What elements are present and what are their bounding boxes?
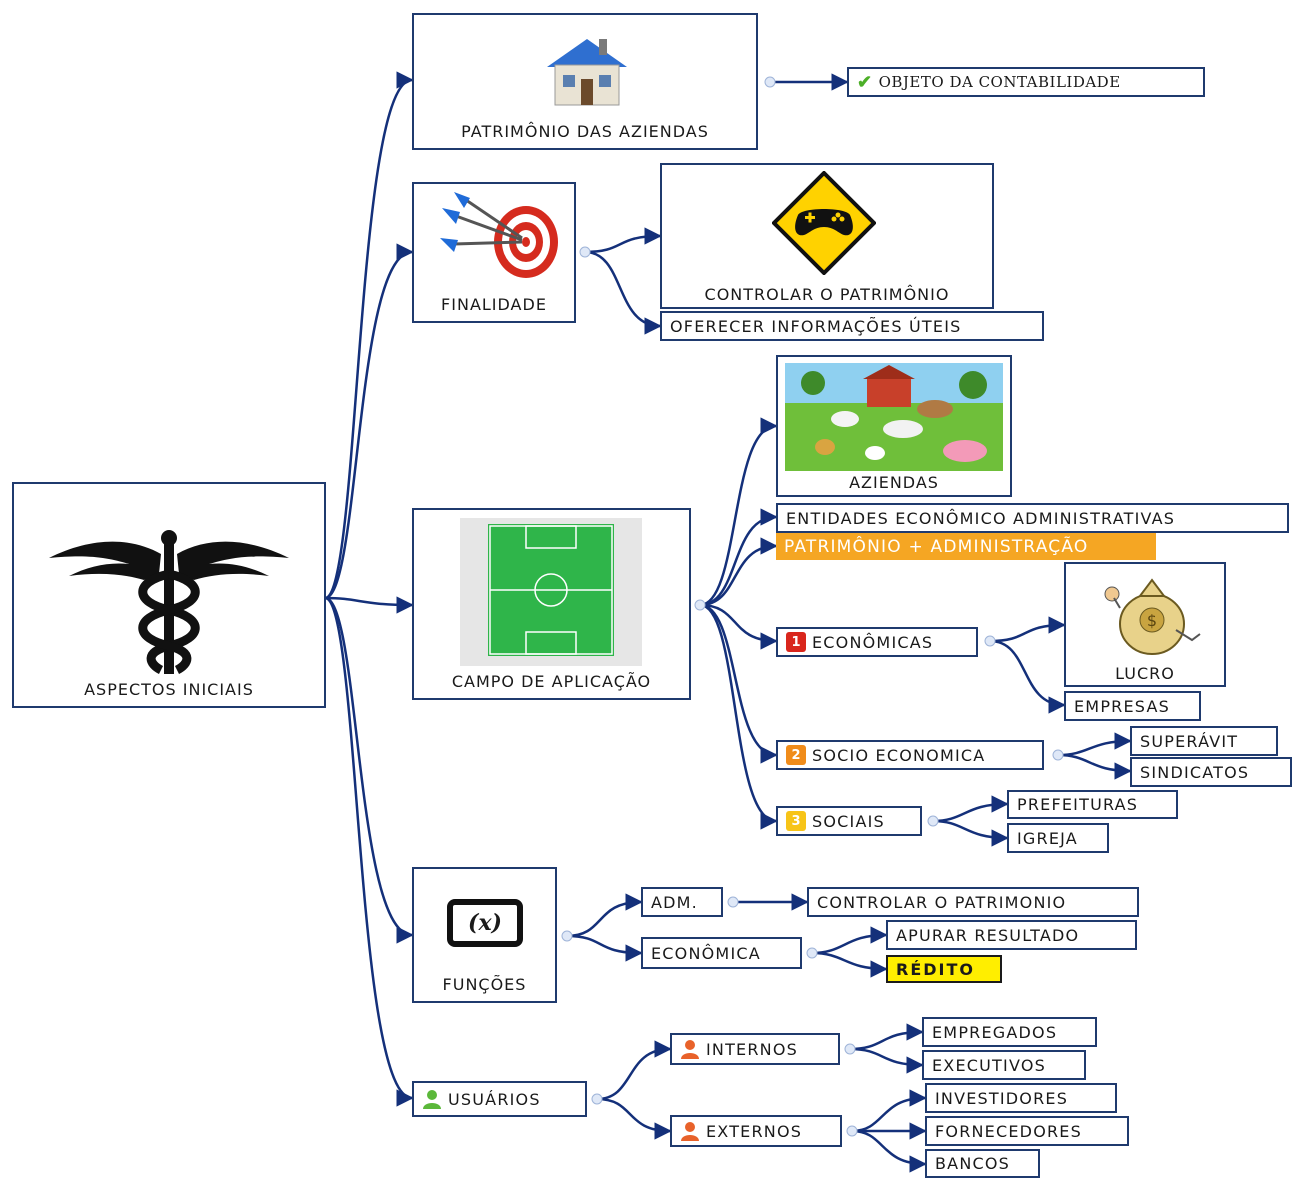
user-green-icon xyxy=(423,1090,441,1109)
root-node[interactable]: ASPECTOS INICIAIS xyxy=(12,482,326,708)
apurar-label: APURAR RESULTADO xyxy=(896,925,1080,945)
internos-label: INTERNOS xyxy=(706,1039,799,1059)
controlar-label: CONTROLAR O PATRIMÔNIO xyxy=(704,285,950,304)
house-icon xyxy=(547,39,627,106)
objeto-node[interactable]: ✔ OBJETO DA CONTABILIDADE xyxy=(847,67,1205,97)
farm-animals-icon xyxy=(785,363,1003,471)
fornecedores-node[interactable]: FORNECEDORES xyxy=(925,1116,1129,1146)
user-orange-icon xyxy=(681,1040,699,1059)
oferecer-label: OFERECER INFORMAÇÕES ÚTEIS xyxy=(670,316,962,336)
bancos-node[interactable]: BANCOS xyxy=(925,1149,1040,1178)
patrimonio-adm-node[interactable]: PATRIMÔNIO + ADMINISTRAÇÃO xyxy=(776,533,1156,560)
finalidade-node[interactable]: FINALIDADE xyxy=(412,182,576,323)
internos-node[interactable]: INTERNOS xyxy=(670,1033,840,1065)
bancos-label: BANCOS xyxy=(935,1154,1011,1173)
function-x-icon: (x) xyxy=(447,899,523,947)
entidades-node[interactable]: ENTIDADES ECONÔMICO ADMINISTRATIVAS xyxy=(776,503,1289,533)
entidades-label: ENTIDADES ECONÔMICO ADMINISTRATIVAS xyxy=(786,508,1176,528)
controlar-patrimonio-label: CONTROLAR O PATRIMONIO xyxy=(817,892,1067,912)
igreja-node[interactable]: IGREJA xyxy=(1007,823,1109,853)
campo-node[interactable]: CAMPO DE APLICAÇÃO xyxy=(412,508,691,700)
funcoes-label: FUNÇÕES xyxy=(442,975,527,994)
redito-label: RÉDITO xyxy=(896,959,975,979)
priority-3-icon: 3 xyxy=(786,811,806,831)
lucro-node[interactable]: $ LUCRO xyxy=(1064,562,1226,687)
svg-text:$: $ xyxy=(1147,611,1157,630)
investidores-label: INVESTIDORES xyxy=(935,1088,1069,1108)
executivos-label: EXECUTIVOS xyxy=(932,1055,1046,1075)
socio-node[interactable]: 2 SOCIO ECONOMICA xyxy=(776,740,1044,770)
economica-label: ECONÔMICA xyxy=(651,943,761,963)
root-label: ASPECTOS INICIAIS xyxy=(84,680,254,699)
patrimonio-label: PATRIMÔNIO DAS AZIENDAS xyxy=(461,122,709,141)
patrimonio-node[interactable]: PATRIMÔNIO DAS AZIENDAS xyxy=(412,13,758,150)
superavit-node[interactable]: SUPERÁVIT xyxy=(1130,726,1278,756)
prefeituras-label: PREFEITURAS xyxy=(1017,795,1139,814)
aziendas-node[interactable]: AZIENDAS xyxy=(776,355,1012,497)
sociais-label: SOCIAIS xyxy=(812,811,885,831)
controlar-node[interactable]: CONTROLAR O PATRIMÔNIO xyxy=(660,163,994,309)
externos-label: EXTERNOS xyxy=(706,1121,803,1141)
finalidade-label: FINALIDADE xyxy=(441,295,547,314)
superavit-label: SUPERÁVIT xyxy=(1140,731,1239,751)
campo-label: CAMPO DE APLICAÇÃO xyxy=(451,672,652,691)
controlar-patrimonio-node[interactable]: CONTROLAR O PATRIMONIO xyxy=(807,887,1139,917)
socio-label: SOCIO ECONOMICA xyxy=(812,745,986,765)
objeto-label: OBJETO DA CONTABILIDADE xyxy=(878,73,1121,91)
patrimonio-adm-label: PATRIMÔNIO + ADMINISTRAÇÃO xyxy=(784,536,1089,557)
function-x-text: (x) xyxy=(468,910,502,936)
executivos-node[interactable]: EXECUTIVOS xyxy=(922,1050,1086,1080)
user-orange-icon xyxy=(681,1122,699,1141)
empresas-node[interactable]: EMPRESAS xyxy=(1064,691,1201,721)
redito-node[interactable]: RÉDITO xyxy=(886,955,1002,983)
empregados-node[interactable]: EMPREGADOS xyxy=(922,1017,1097,1047)
economicas-node[interactable]: 1 ECONÔMICAS xyxy=(776,627,978,657)
dart-target-icon xyxy=(440,192,558,278)
gamepad-sign-icon xyxy=(772,171,876,275)
usuarios-label: USUÁRIOS xyxy=(448,1089,541,1109)
prefeituras-node[interactable]: PREFEITURAS xyxy=(1007,790,1178,819)
economicas-label: ECONÔMICAS xyxy=(812,632,934,652)
checkmark-icon: ✔ xyxy=(857,71,873,93)
lucro-label: LUCRO xyxy=(1115,664,1175,683)
igreja-label: IGREJA xyxy=(1017,828,1078,848)
empregados-label: EMPREGADOS xyxy=(932,1022,1058,1042)
fornecedores-label: FORNECEDORES xyxy=(935,1121,1082,1141)
sociais-node[interactable]: 3 SOCIAIS xyxy=(776,806,922,836)
adm-node[interactable]: ADM. xyxy=(641,887,723,917)
economica-node[interactable]: ECONÔMICA xyxy=(641,937,802,969)
funcoes-node[interactable]: (x) FUNÇÕES xyxy=(412,867,557,1003)
externos-node[interactable]: EXTERNOS xyxy=(670,1115,842,1147)
priority-2-icon: 2 xyxy=(786,745,806,765)
adm-label: ADM. xyxy=(651,892,698,912)
sindicatos-label: SINDICATOS xyxy=(1140,762,1250,782)
aziendas-label: AZIENDAS xyxy=(849,473,939,492)
priority-1-icon: 1 xyxy=(786,632,806,652)
caduceus-icon xyxy=(49,530,289,674)
apurar-node[interactable]: APURAR RESULTADO xyxy=(886,920,1137,950)
usuarios-node[interactable]: USUÁRIOS xyxy=(412,1081,587,1117)
empresas-label: EMPRESAS xyxy=(1074,696,1170,716)
soccer-field-icon xyxy=(460,518,642,666)
money-bag-icon: $ xyxy=(1104,578,1201,655)
sindicatos-node[interactable]: SINDICATOS xyxy=(1130,757,1292,787)
oferecer-node[interactable]: OFERECER INFORMAÇÕES ÚTEIS xyxy=(660,311,1044,341)
investidores-node[interactable]: INVESTIDORES xyxy=(925,1083,1117,1113)
